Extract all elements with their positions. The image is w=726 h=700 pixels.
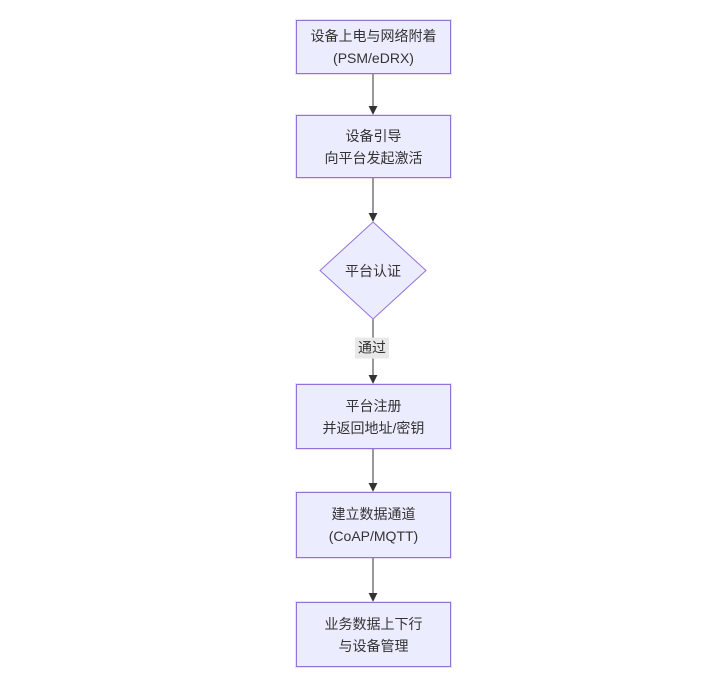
node-business-line1: 业务数据上下行 xyxy=(324,615,423,632)
node-business-data: 业务数据上下行 与设备管理 xyxy=(296,602,451,667)
node-bootstrap-line1: 设备引导 xyxy=(345,127,402,144)
node-power-on-line1: 设备上电与网络附着 xyxy=(310,28,437,44)
node-platform-register: 平台注册 并返回地址/密钥 xyxy=(296,384,451,449)
node-register-line2: 并返回地址/密钥 xyxy=(322,419,425,436)
node-channel-line2: (CoAP/MQTT) xyxy=(328,528,419,544)
edge-label-pass: 通过 xyxy=(355,337,389,359)
decision-platform-auth-label: 平台认证 xyxy=(345,262,401,279)
node-register-line1: 平台注册 xyxy=(345,397,402,414)
node-channel-line1: 建立数据通道 xyxy=(331,506,416,522)
node-bootstrap-line2: 向平台发起激活 xyxy=(324,149,423,166)
node-business-line2: 与设备管理 xyxy=(338,637,409,654)
node-power-on-network-attach: 设备上电与网络附着 (PSM/eDRX) xyxy=(296,20,451,74)
node-device-bootstrap: 设备引导 向平台发起激活 xyxy=(296,115,451,178)
node-data-channel: 建立数据通道 (CoAP/MQTT) xyxy=(296,492,451,558)
decision-platform-auth-shape xyxy=(319,221,427,320)
node-power-on-line2: (PSM/eDRX) xyxy=(333,50,414,66)
